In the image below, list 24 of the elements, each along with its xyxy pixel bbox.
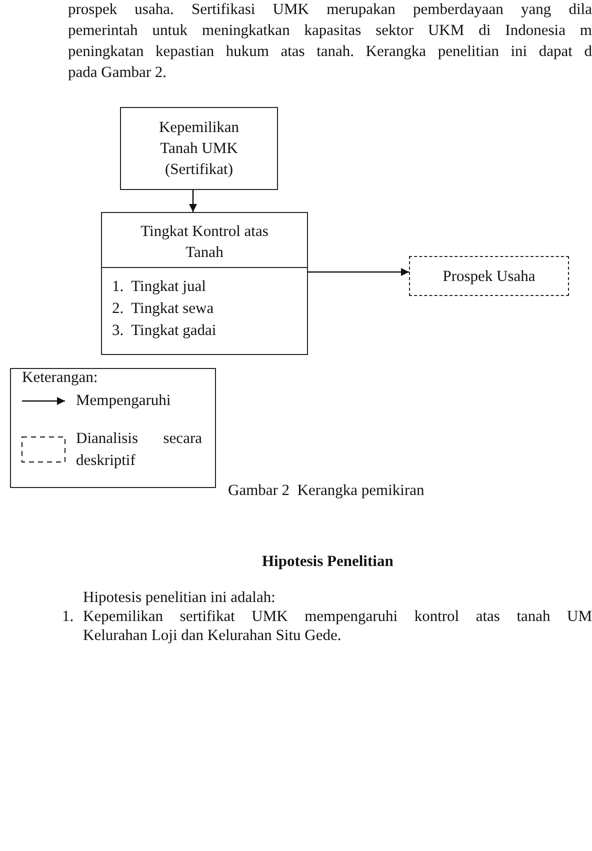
- list-item: 2. Tingkat sewa: [112, 299, 214, 319]
- dashed-box: [409, 256, 569, 296]
- arrow: [189, 190, 197, 212]
- legend-title: Keterangan:: [22, 369, 98, 387]
- box-text: Kepemilikan Tanah UMK (Sertifikat): [158, 118, 240, 180]
- list-item: 1. Tingkat jual: [112, 277, 206, 297]
- body-text: pemerintah untuk meningkatkan kapasitas sektor UKM di Indonesia m: [68, 22, 592, 40]
- legend-text: Mempengaruhi: [76, 391, 172, 411]
- list-number: 1.: [62, 608, 74, 626]
- arrow: [308, 268, 409, 276]
- body-text: Kelurahan Loji dan Kelurahan Situ Gede.: [83, 627, 342, 645]
- section-heading: Hipotesis Penelitian: [262, 553, 394, 571]
- process-box: [101, 212, 308, 355]
- body-text: Kepemilikan sertifikat UMK mempengaruhi kontrol atas tanah UM: [83, 608, 592, 626]
- body-text: pada Gambar 2.: [68, 64, 167, 82]
- body-text: prospek usaha. Sertifikasi UMK merupakan pemberdayaan yang dila: [68, 1, 592, 19]
- body-text: Hipotesis penelitian ini adalah:: [83, 589, 276, 607]
- process-box: [120, 107, 278, 190]
- legend-text: Dianalisis secara deskriptif: [76, 429, 202, 471]
- list-item: 3. Tingkat gadai: [112, 321, 216, 341]
- figure-caption: Gambar 2 Kerangka pemikiran: [228, 482, 424, 500]
- box-text: Prospek Usaha: [442, 266, 536, 286]
- box-heading: Tingkat Kontrol atas Tanah: [102, 213, 307, 268]
- body-text: peningkatan kepastian hukum atas tanah. Kerangka penelitian ini dapat d: [68, 43, 592, 61]
